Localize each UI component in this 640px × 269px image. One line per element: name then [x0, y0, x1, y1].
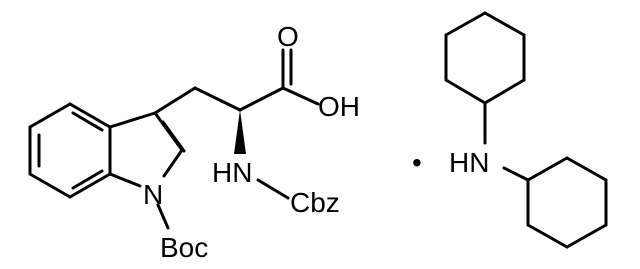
amino-acid-backbone — [153, 48, 320, 200]
salt-separator-dot: • — [412, 147, 422, 178]
stereo-wedge-bond — [234, 110, 246, 154]
boc-label: Boc — [160, 232, 208, 263]
indole-benzene-ring — [28, 102, 112, 199]
lower-cyclohexyl-ring — [526, 156, 608, 249]
upper-cyclohexyl-ring — [444, 11, 526, 105]
n-boc-bond — [156, 203, 170, 230]
amine-nh-label: HN — [212, 157, 252, 188]
dicyclohexylamine-nh-label: HN — [449, 147, 489, 178]
indole-pyrrole-ring — [108, 111, 186, 188]
cbz-label: Cbz — [290, 187, 340, 218]
carbonyl-oxygen-label: O — [277, 21, 299, 52]
hydroxyl-label: OH — [318, 91, 360, 122]
lower-ring-n-bond — [502, 166, 530, 182]
indole-nitrogen-label: N — [143, 179, 163, 210]
